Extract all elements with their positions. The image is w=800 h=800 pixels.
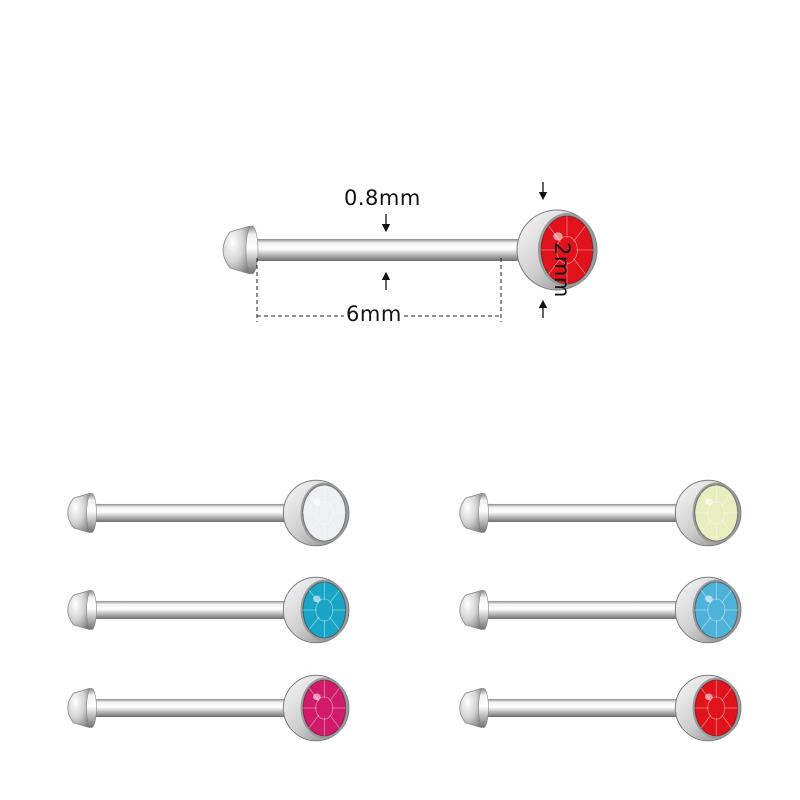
shaft xyxy=(478,698,709,718)
gem xyxy=(694,679,739,737)
bullet-rim xyxy=(86,590,97,630)
variant-grid xyxy=(67,479,742,742)
bullet-rim xyxy=(86,688,97,728)
shaft xyxy=(86,503,317,523)
gem xyxy=(302,484,347,542)
bullet-end xyxy=(67,589,91,631)
length-label: 6mm xyxy=(344,302,404,326)
gem xyxy=(302,581,347,639)
head-diameter-label: 2mm xyxy=(550,242,574,298)
featured-stud xyxy=(222,209,598,291)
variant-stud-aurora-borealis xyxy=(459,479,742,547)
shaft xyxy=(478,503,709,523)
bullet-end xyxy=(459,492,483,534)
gem-facets xyxy=(303,582,346,638)
gem xyxy=(540,215,594,285)
bullet-rim xyxy=(245,225,259,275)
variant-stud-rose-pink xyxy=(67,674,350,742)
gem xyxy=(694,484,739,542)
bullet-end xyxy=(222,225,251,275)
variant-stud-red xyxy=(459,674,742,742)
bullet-rim xyxy=(478,493,489,533)
variant-stud-light-blue xyxy=(459,576,742,644)
gem-facets xyxy=(541,216,593,284)
shaft xyxy=(86,600,317,620)
gem-facets xyxy=(695,680,738,736)
gem xyxy=(302,679,347,737)
bullet-rim xyxy=(86,493,97,533)
bullet-end xyxy=(67,687,91,729)
shaft xyxy=(246,239,557,261)
shaft xyxy=(478,600,709,620)
gem-facets xyxy=(303,680,346,736)
bullet-end xyxy=(459,687,483,729)
bullet-end xyxy=(67,492,91,534)
shaft-diameter-label: 0.8mm xyxy=(344,186,421,210)
shaft xyxy=(86,698,317,718)
gem xyxy=(694,581,739,639)
bullet-rim xyxy=(478,688,489,728)
bullet-rim xyxy=(478,590,489,630)
featured-stud-body xyxy=(222,209,598,291)
variant-stud-aquamarine-blue xyxy=(67,576,350,644)
variant-stud-clear xyxy=(67,479,350,547)
bullet-end xyxy=(459,589,483,631)
